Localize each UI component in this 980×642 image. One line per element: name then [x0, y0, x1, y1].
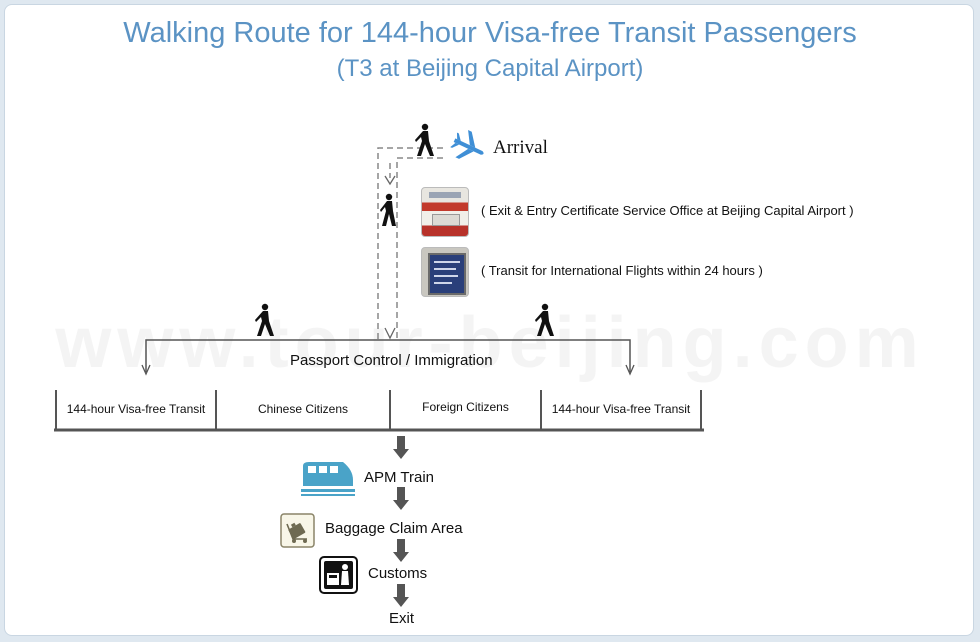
walker-icon: [535, 304, 554, 336]
baggage-claim-label: Baggage Claim Area: [325, 520, 463, 537]
train-icon: [301, 462, 355, 496]
apm-train-label: APM Train: [364, 469, 434, 486]
office-label: ( Exit & Entry Certificate Service Offic…: [481, 203, 854, 218]
transit-sign-photo: [421, 247, 469, 297]
passport-control-label: Passport Control / Immigration: [290, 352, 493, 369]
airplane-icon: [447, 126, 490, 167]
customs-icon: [320, 557, 357, 593]
exit-label: Exit: [389, 610, 414, 627]
walker-icon: [255, 304, 274, 336]
transit-label: ( Transit for International Flights with…: [481, 263, 763, 278]
walker-icon: [380, 194, 396, 226]
baggage-icon: [281, 514, 314, 547]
arrival-label: Arrival: [493, 137, 548, 159]
office-photo: [421, 187, 469, 237]
arrow-down-icon: [385, 328, 395, 338]
counter-label: 144-hour Visa-free Transit: [541, 402, 701, 416]
counter-label: Chinese Citizens: [216, 402, 390, 416]
counter-label: 144-hour Visa-free Transit: [56, 402, 216, 416]
customs-label: Customs: [368, 565, 427, 582]
walker-icon: [415, 124, 434, 156]
counter-label: Foreign Citizens: [390, 400, 541, 414]
dashed-route: [378, 148, 443, 340]
